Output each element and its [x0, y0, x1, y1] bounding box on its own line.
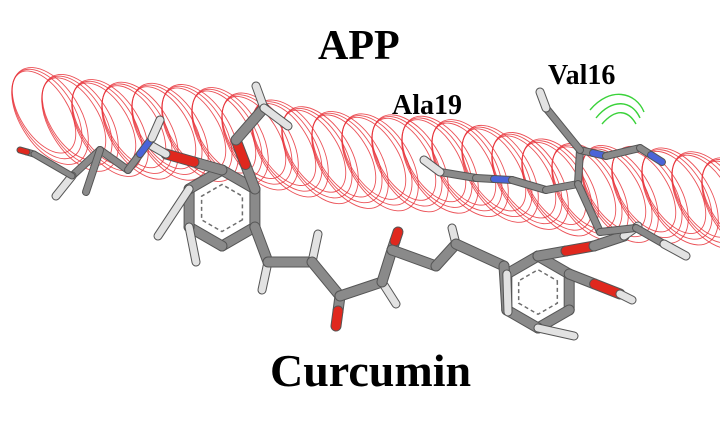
helix-loop — [431, 119, 509, 218]
helix-loop — [341, 116, 407, 200]
bond — [616, 290, 636, 304]
helix-loop — [401, 119, 467, 203]
bond — [575, 147, 583, 187]
helix-loop — [371, 116, 443, 207]
helix-loop — [461, 124, 539, 223]
helix-loop — [11, 67, 89, 165]
bond — [250, 222, 273, 267]
bond — [420, 156, 444, 176]
bond — [543, 181, 581, 193]
ligand-label: Curcumin — [270, 345, 472, 396]
helix-loop — [461, 126, 533, 218]
bond — [260, 104, 292, 130]
bond — [633, 225, 667, 247]
bond — [503, 270, 512, 316]
helix-loop — [101, 83, 173, 174]
bond — [589, 231, 629, 251]
helix-loop — [701, 159, 720, 250]
bond — [331, 306, 343, 331]
helix-loop — [101, 81, 179, 180]
bond — [534, 324, 578, 340]
bond — [648, 152, 665, 165]
helix-loop — [341, 115, 413, 206]
helix-loop — [521, 141, 587, 225]
helix-loop — [221, 95, 287, 179]
helix-loop — [371, 114, 449, 213]
bond — [52, 172, 76, 200]
helix-loop — [341, 113, 419, 212]
bond — [590, 279, 625, 299]
helix-loop — [671, 151, 720, 250]
helix-loop — [491, 135, 557, 219]
aromatic-ring-marker — [200, 183, 244, 233]
helix-loop — [491, 132, 569, 230]
residue-val16-label: Val16 — [548, 60, 616, 91]
bond — [603, 145, 643, 159]
bond — [390, 227, 403, 246]
helix-loop — [671, 153, 720, 244]
helix-loop — [401, 115, 479, 214]
helix-loop — [311, 111, 389, 209]
helix-loop — [671, 154, 720, 238]
helix-loop — [701, 157, 720, 256]
helix-loop — [431, 122, 497, 206]
val16-contact-lines — [589, 93, 645, 125]
helix-loop — [41, 75, 113, 167]
bond — [437, 169, 479, 181]
helix-loop — [11, 68, 83, 160]
curcumin-and-residue-sticks — [16, 81, 691, 341]
helix-loop — [101, 85, 167, 169]
bond — [148, 116, 164, 142]
bond — [154, 185, 193, 240]
bond — [307, 257, 345, 301]
helix-loop — [701, 160, 720, 244]
bond — [148, 142, 170, 158]
bond — [217, 222, 260, 251]
bond — [185, 223, 200, 266]
bond — [575, 181, 603, 235]
helix-loop — [41, 73, 119, 172]
residue-ala19-label: Ala19 — [392, 90, 462, 121]
bond — [184, 222, 227, 251]
bond — [451, 239, 509, 271]
protein-label: APP — [318, 23, 400, 69]
helix-loop — [311, 114, 377, 198]
helix-loop — [281, 107, 353, 199]
helix-loop — [11, 70, 77, 154]
bond — [31, 151, 75, 179]
bond — [536, 88, 550, 112]
bond — [17, 147, 30, 155]
bond — [161, 149, 199, 167]
bond — [335, 277, 387, 301]
bond — [660, 240, 690, 260]
bond — [502, 251, 543, 279]
helix-loop — [401, 117, 473, 208]
aromatic-ring-marker — [517, 268, 559, 316]
helix-loop — [461, 128, 527, 212]
bond — [377, 245, 397, 287]
bond — [97, 147, 131, 173]
bond — [509, 177, 549, 193]
bond — [597, 225, 639, 235]
bond — [83, 147, 103, 195]
bond — [231, 103, 269, 145]
bond — [543, 105, 583, 153]
helix-loop — [71, 79, 149, 177]
bond — [387, 245, 441, 271]
